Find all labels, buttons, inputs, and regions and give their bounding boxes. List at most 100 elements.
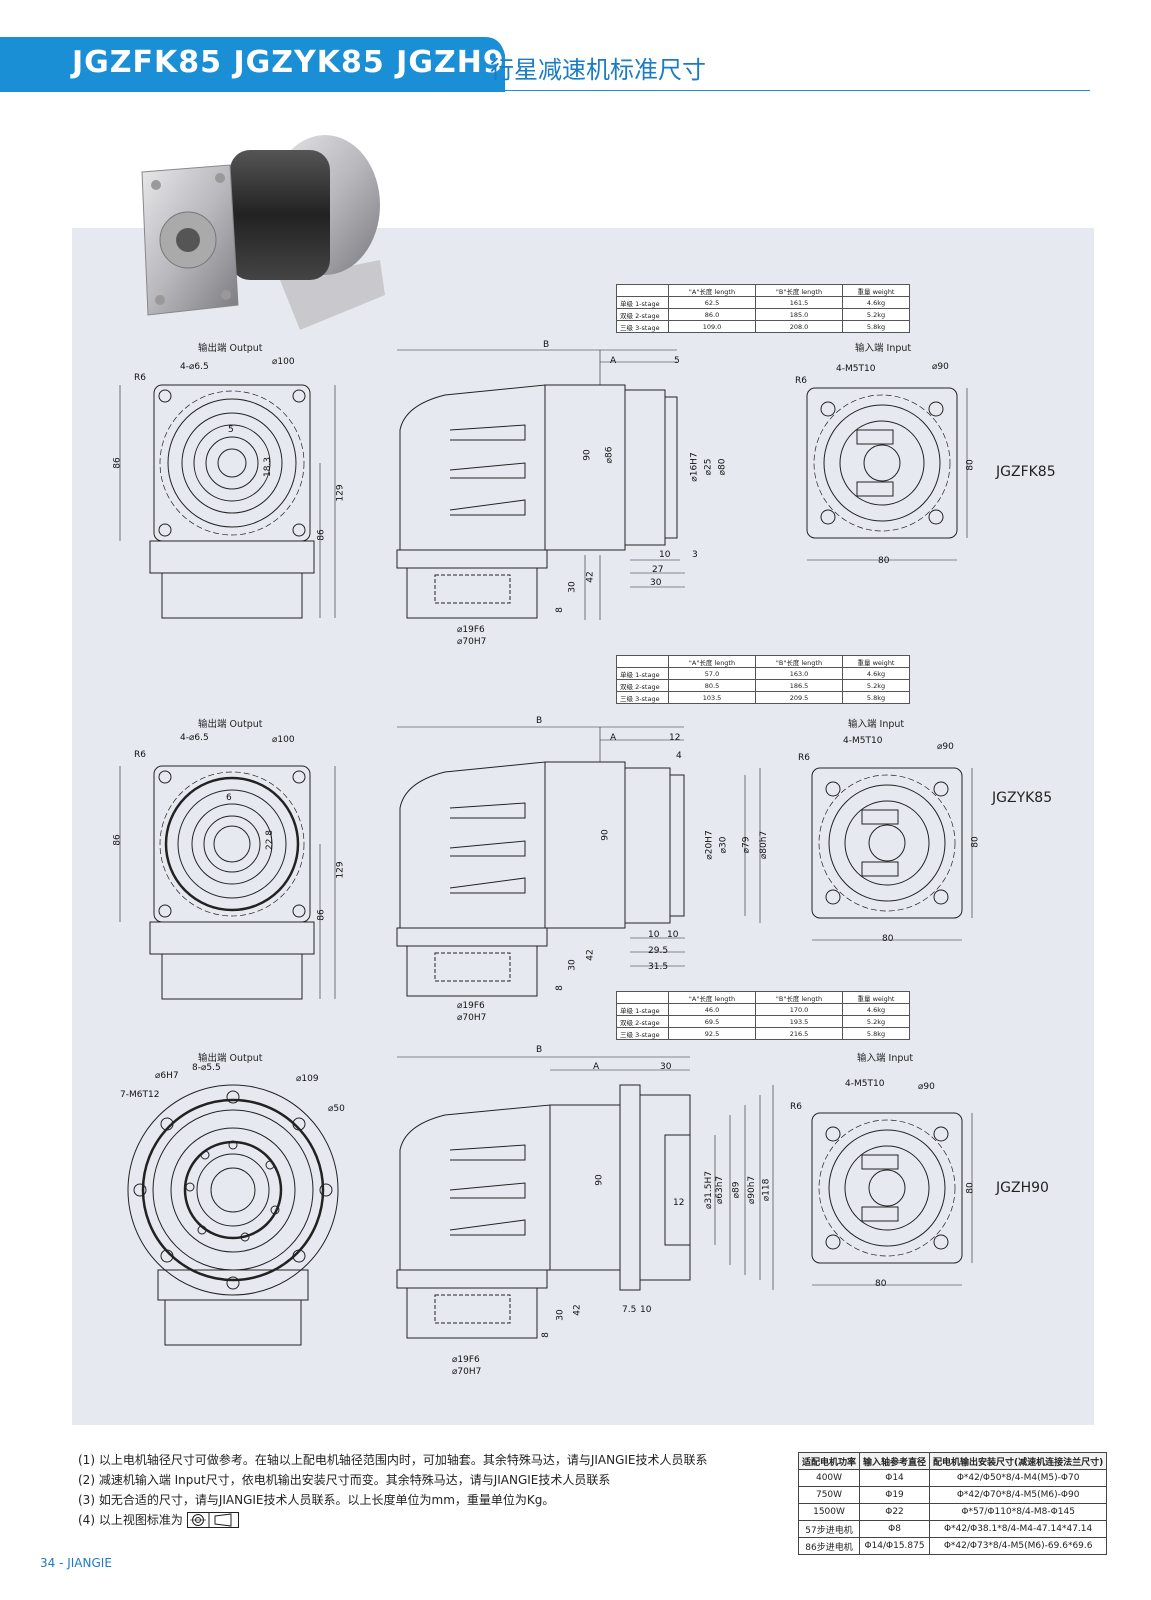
dim-d79-2: ⌀79 [741,836,752,854]
dim-a-1: A [610,356,617,366]
dim-l315-2: 31.5 [648,962,669,972]
page-title: JGZFK85 JGZYK85 JGZH90 [72,45,527,80]
dim-w-in-2: 80 [882,934,894,944]
dim-h3-2: 86 [316,909,327,921]
dim-h2-1: 129 [335,484,346,502]
dim-inner-3: ⌀50 [328,1104,345,1114]
dim-d90h-3: ⌀90h7 [747,1175,758,1205]
dim-b-2: B [536,716,543,726]
dim-pcd-1: ⌀100 [272,357,295,367]
side-view-jgzfk85 [396,349,685,620]
dim-l27-1: 27 [652,565,664,575]
dim-90-1: 90 [582,449,593,461]
dim-pcd-in-1: ⌀90 [932,362,949,372]
dim-d118-3: ⌀118 [761,1178,772,1202]
dim-h3-1: 86 [316,529,327,541]
dim-pcd-2: ⌀100 [272,735,295,745]
drawing-panel [72,228,1094,1425]
dim-keyh-2: 22.8 [265,829,276,851]
dim-holes-2: 4-⌀6.5 [180,733,209,743]
projection-symbol-icon [186,1512,239,1528]
dim-pilot-3: ⌀70H7 [452,1367,482,1377]
dim-d89-3: ⌀89 [731,1181,742,1199]
note-2: (2) 减速机输入端 Input尺寸，依电机输出安装尺寸而变。其余特殊马达，请与… [78,1473,611,1487]
dim-d315-3: ⌀31.5H7 [703,1171,714,1209]
dim-l295-2: 29.5 [648,946,669,956]
note-1: (1) 以上电机轴径尺寸可做参考。在轴以上配电机轴径范围内时，可加轴套。其余特殊… [78,1453,708,1467]
input-view-jgzh90 [811,1112,973,1286]
dim-b-1: B [543,340,550,350]
dim-90-3: 90 [594,1174,605,1186]
dim-l10a-2: 10 [648,930,660,940]
dim-w-in-1: 80 [878,556,890,566]
dim-l10-1: 10 [659,550,671,560]
dim-l3-1: 3 [692,550,698,560]
output-label-3: 输出端 Output [198,1053,263,1064]
dim-shaft-3: ⌀19F6 [452,1355,480,1365]
header-bar [0,37,505,92]
model-label-jgzyk85: JGZYK85 [992,790,1053,806]
dim-d63-3: ⌀63h7 [715,1175,726,1205]
output-label-2: 输出端 Output [198,719,263,730]
dim-d30-2: ⌀30 [718,836,729,854]
dim-shaft-1: ⌀19F6 [457,625,485,635]
input-view-jgzfk85 [806,387,968,561]
model-label-jgzfk85: JGZFK85 [996,464,1056,480]
model-label-jgzh90: JGZH90 [996,1180,1049,1196]
note-3: (3) 如无合适的尺寸，请与JIANGIE技术人员联系。以上长度单位为mm，重量… [78,1493,555,1507]
note-4-text: (4) 以上视图标准为 [78,1513,183,1527]
side-view-jgzh90 [396,1056,774,1339]
dim-holes-1: 4-⌀6.5 [180,362,209,372]
dim-v8-1: 8 [554,607,565,613]
dim-r-2: R6 [134,750,146,760]
dim-d25-1: ⌀25 [703,458,714,476]
dim-keyh-1: 18.3 [263,456,274,478]
dim-s1-3: 30 [660,1062,672,1072]
dim-d16-1: ⌀16H7 [689,452,700,482]
dim-tap-in-3: 4-M5T10 [845,1079,885,1089]
dim-tap-in-1: 4-M5T10 [836,364,876,374]
page-subtitle: 行星减速机标准尺寸 [490,56,706,84]
dim-pcd-in-3: ⌀90 [918,1082,935,1092]
dim-l10b-2: 10 [667,930,679,940]
dim-s1-2: 12 [669,733,681,743]
dim-b-3: B [536,1045,543,1055]
dim-d86-1: ⌀86 [604,446,615,464]
output-view-jgzh90 [127,1084,339,1346]
dim-v30-1: 30 [567,581,578,593]
dim-r-1: R6 [134,373,146,383]
dim-v42-3: 42 [572,1304,583,1316]
dim-shaft-2: ⌀19F6 [457,1001,485,1011]
dim-pcd-3: ⌀109 [296,1074,319,1084]
dim-h1-1: 86 [112,457,123,469]
dim-a-2: A [610,733,617,743]
output-view-jgzyk85 [119,765,336,1000]
side-view-jgzyk85 [396,726,761,997]
dim-tap-in-2: 4-M5T10 [843,736,883,746]
page-footer: 34 - JIANGIE [40,1556,112,1570]
notes: (1) 以上电机轴径尺寸可做参考。在轴以上配电机轴径范围内时，可加轴套。其余特殊… [78,1450,708,1530]
dim-d20-2: ⌀20H7 [704,830,715,860]
dim-h-in-2: 80 [970,836,981,848]
note-4: (4) 以上视图标准为 [78,1510,708,1530]
dim-key-2: 6 [226,793,232,803]
dim-d80-1: ⌀80 [717,458,728,476]
dim-s1-1: 5 [674,356,680,366]
dim-v8-3: 8 [540,1332,551,1338]
dim-tap-3: 7-M6T12 [120,1090,160,1100]
input-label-1: 输入端 Input [855,343,912,354]
dim-90-2: 90 [600,829,611,841]
dim-s2-2: 4 [676,751,682,761]
output-view-jgzfk85 [119,384,336,619]
dim-v42-1: 42 [585,571,596,583]
input-label-3: 输入端 Input [857,1053,914,1064]
dim-d80-2: ⌀80h7 [759,830,770,860]
